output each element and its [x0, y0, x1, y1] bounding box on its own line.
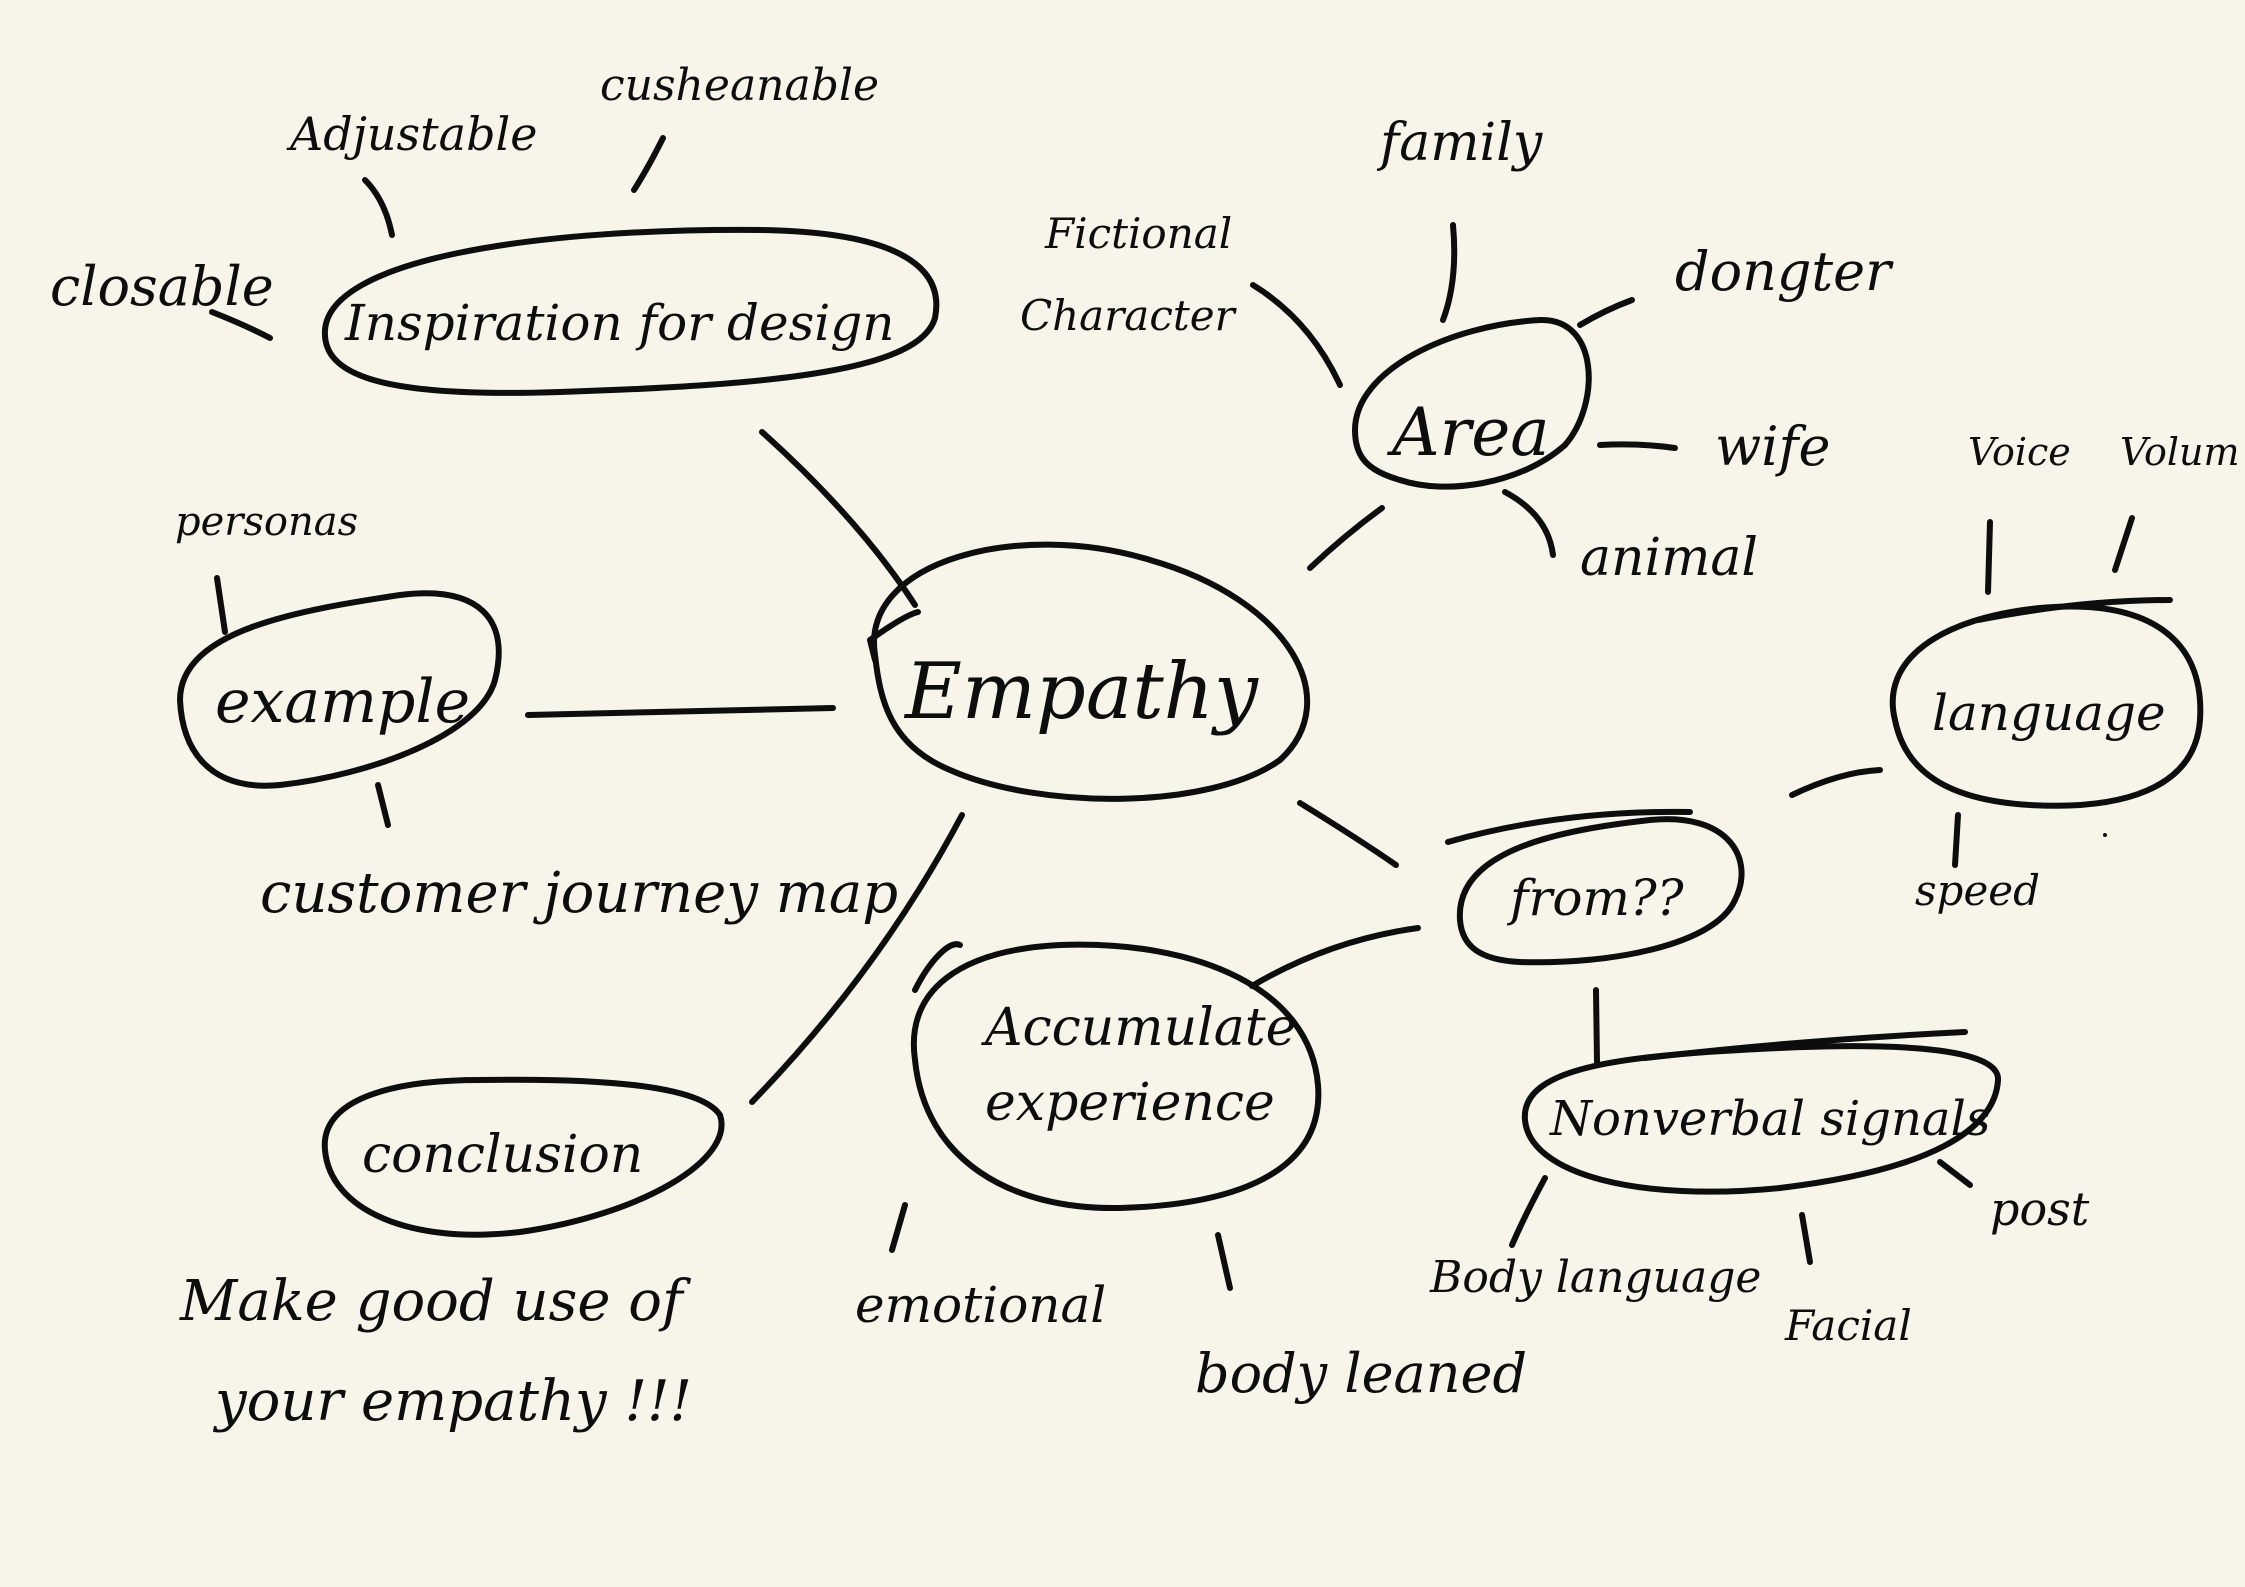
ellipse-nonverbal-top	[1642, 1029, 1968, 1061]
nonverbal-label: Nonverbal signals	[1549, 1091, 1990, 1147]
connectors	[209, 135, 2135, 1291]
from-label: from??	[1506, 869, 1685, 927]
body-leaned-label: body leaned	[1195, 1342, 1527, 1405]
ellipse-language	[1889, 603, 2204, 809]
line-from-accumulate	[1249, 925, 1421, 989]
fictional-label-2: Character	[1020, 291, 1238, 340]
closable-label: closable	[50, 255, 274, 318]
journey-label: customer journey map	[260, 861, 898, 926]
ellipse-empathy	[871, 541, 1311, 802]
ellipse-inspiration	[321, 226, 940, 396]
family-label: family	[1376, 113, 1543, 173]
customizable-label: cusheanable	[600, 60, 879, 111]
line-empathy-from	[1297, 800, 1399, 868]
voice-label: Voice	[1968, 430, 2071, 474]
line-inspiration-customizable	[631, 135, 666, 193]
area-label: Area	[1386, 394, 1550, 471]
volume-label: Volum	[2120, 430, 2240, 474]
wife-label: wife	[1715, 415, 1830, 478]
line-language-speed	[1952, 812, 1961, 868]
line-nonverbal-body	[1509, 1175, 1548, 1248]
line-example-journey	[375, 782, 391, 828]
adjustable-label: Adjustable	[286, 107, 537, 161]
inspiration-label: Inspiration for design	[344, 294, 894, 352]
line-accumulate-emotional	[889, 1202, 908, 1253]
line-empathy-example	[525, 705, 836, 718]
line-empathy-conclusion	[749, 812, 965, 1105]
personas-label: personas	[175, 499, 358, 545]
ellipse-example	[177, 590, 502, 789]
conclusion-note-2: your empathy !!!	[212, 1369, 692, 1434]
example-label: example	[215, 667, 470, 737]
fictional-label-1: Fictional	[1044, 209, 1232, 258]
accumulate-label-1: Accumulate	[981, 998, 1296, 1058]
ellipse-accumulate-tail	[912, 941, 963, 993]
ellipse-accumulate	[910, 941, 1322, 1212]
ellipse-empathy-tail	[867, 609, 921, 663]
body-language-label: Body language	[1429, 1252, 1761, 1303]
nodes	[177, 226, 2204, 1238]
line-area-family	[1440, 222, 1458, 323]
line-language-volume	[2112, 515, 2135, 573]
ellipse-language-top	[1975, 597, 2173, 623]
speed-label: speed	[1915, 866, 2040, 915]
ellipse-from-top	[1445, 808, 1693, 845]
center-label: Empathy	[903, 647, 1259, 737]
line-language-voice	[1985, 519, 1993, 595]
conclusion-label: conclusion	[362, 1125, 643, 1185]
line-inspiration-closable	[209, 309, 273, 341]
post-label: post	[1990, 1182, 2090, 1236]
labels: Empathy Inspiration for design Adjustabl…	[50, 60, 2240, 1434]
line-from-nonverbal	[1593, 987, 1600, 1065]
line-empathy-area	[1307, 505, 1385, 571]
accumulate-label-2: experience	[985, 1073, 1275, 1133]
line-nonverbal-post	[1937, 1159, 1973, 1188]
line-empathy-inspiration	[759, 429, 918, 608]
line-from-language	[1789, 767, 1883, 798]
line-accumulate-body	[1215, 1232, 1233, 1291]
daughter-label: dongter	[1675, 240, 1894, 303]
animal-label: animal	[1580, 528, 1758, 588]
line-area-animal	[1502, 489, 1556, 558]
line-area-daughter	[1577, 297, 1635, 328]
line-area-fictional	[1250, 282, 1343, 388]
line-example-personas	[214, 575, 228, 635]
language-label: language	[1932, 684, 2166, 742]
facial-label: Facial	[1784, 1301, 1912, 1350]
line-area-wife	[1597, 441, 1678, 451]
ellipse-from	[1456, 816, 1745, 966]
line-inspiration-adjustable	[362, 177, 395, 238]
line-nonverbal-facial	[1799, 1212, 1813, 1265]
ellipse-area	[1352, 316, 1592, 490]
ellipse-conclusion	[321, 1076, 725, 1238]
conclusion-note-1: Make good use of	[179, 1269, 692, 1334]
stray-dot	[2103, 833, 2107, 837]
emotional-label: emotional	[855, 1276, 1106, 1334]
